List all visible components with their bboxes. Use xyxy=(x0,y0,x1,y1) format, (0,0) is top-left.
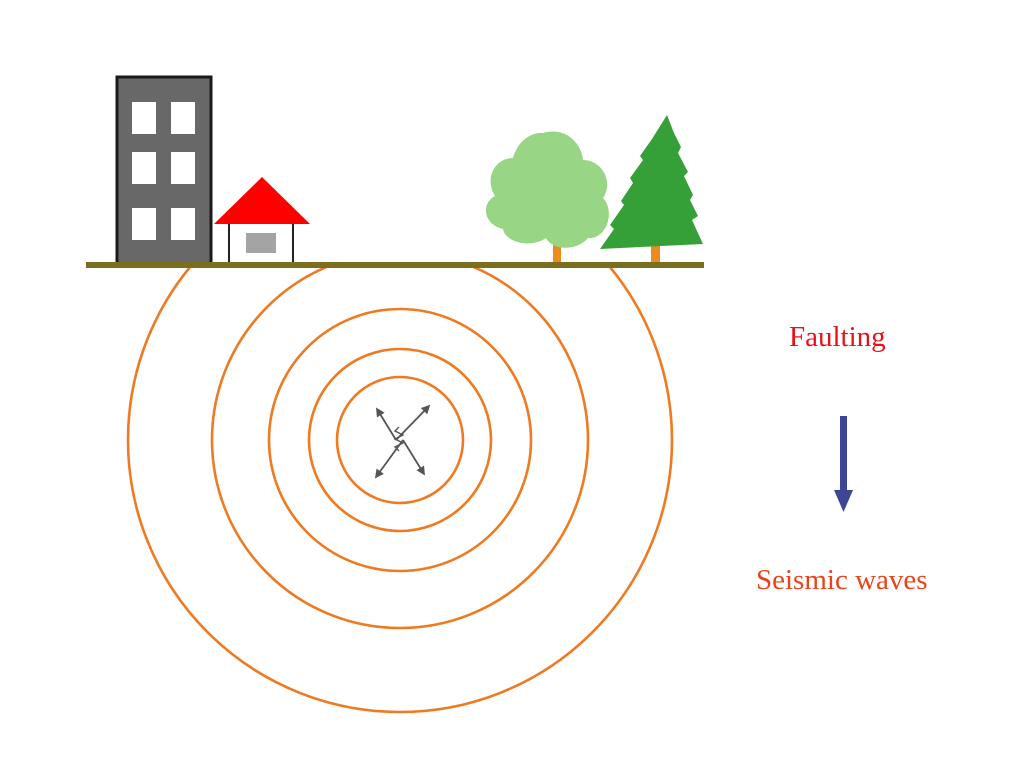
down-arrow-icon xyxy=(834,416,853,512)
wave-ring-1 xyxy=(335,375,465,505)
wave-ring-2 xyxy=(307,347,493,533)
seismic-waves-label: Seismic waves xyxy=(756,564,928,596)
seismic-wave-rings xyxy=(126,266,674,714)
deciduous-tree-icon xyxy=(485,131,609,265)
conifer-tree-icon xyxy=(600,115,703,265)
fault-slip-arrows-icon xyxy=(374,404,431,479)
wave-ring-3 xyxy=(267,307,533,573)
wave-ring-5 xyxy=(126,266,674,714)
apartment-building-icon xyxy=(115,75,213,267)
house-icon xyxy=(214,177,310,265)
faulting-label: Faulting xyxy=(789,321,886,353)
wave-ring-4 xyxy=(210,266,590,630)
